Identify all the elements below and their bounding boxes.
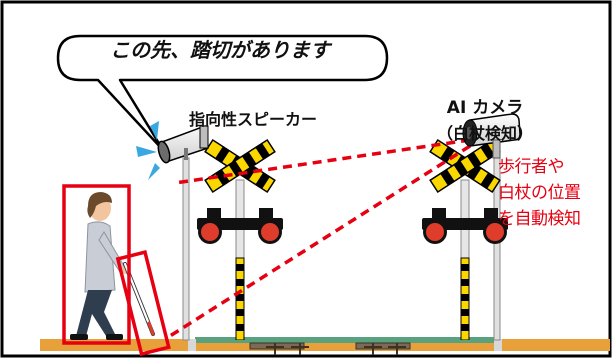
sound-waves-icon: [136, 121, 160, 180]
camera-label-subtitle: （白杖検知）: [436, 124, 533, 143]
detection-note-line-1: 歩行者や: [498, 157, 565, 177]
detection-lines: [169, 138, 471, 338]
detection-note-line-3: を自動検知: [498, 209, 581, 229]
speech-bubble: [56, 34, 389, 152]
detection-note-line-2: 白杖の位置: [498, 183, 581, 203]
railway-ground: [40, 337, 610, 355]
camera-icon: [462, 113, 521, 159]
pedestrian-detection-box: [62, 184, 131, 345]
speaker-icon: [157, 124, 209, 164]
camera-label-title: AI カメラ: [446, 98, 524, 118]
speech-bubble-text: この先、踏切があります: [110, 38, 330, 62]
speaker-label: 指向性スピーカー: [189, 110, 318, 129]
cane-detection-box: [115, 250, 171, 357]
speaker-pole: [182, 157, 190, 341]
